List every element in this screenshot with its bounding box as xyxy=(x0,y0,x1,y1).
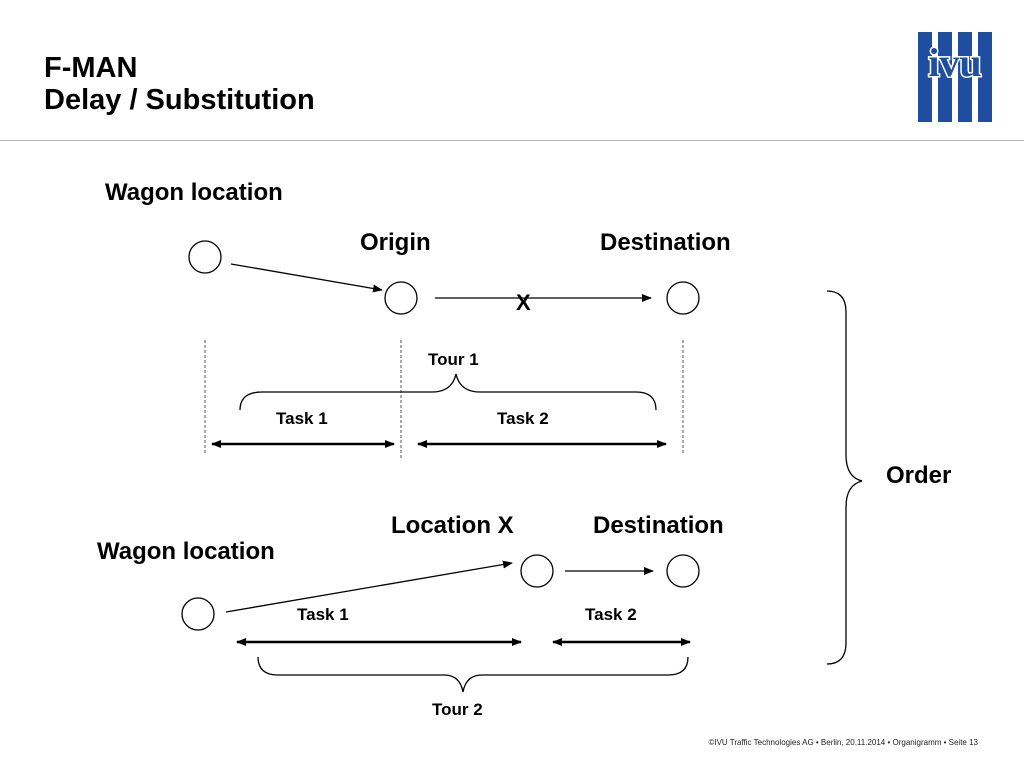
ivu-logo: ivu xyxy=(918,32,992,122)
label-destination-top: Destination xyxy=(600,229,731,256)
logo-stripe xyxy=(938,32,952,122)
header-divider xyxy=(0,140,1024,141)
node-wagon-location-top xyxy=(188,240,222,274)
tour1-brace xyxy=(239,373,657,411)
arrow-wagon-to-origin xyxy=(230,263,383,293)
title-line-1: F-MAN xyxy=(44,52,138,84)
label-destination-bottom: Destination xyxy=(593,512,724,539)
logo-stripe xyxy=(918,32,932,122)
label-tour1: Tour 1 xyxy=(428,350,479,369)
label-tour2: Tour 2 xyxy=(432,700,483,719)
page-title: F-MAN Delay / Substitution xyxy=(44,52,315,116)
arrow-wagon-to-location-x xyxy=(225,560,513,613)
node-origin xyxy=(384,281,418,315)
footer-text: ©IVU Traffic Technologies AG • Berlin, 2… xyxy=(708,738,978,747)
label-wagon-location-bottom: Wagon location xyxy=(97,538,275,565)
tour2-brace xyxy=(257,656,689,693)
logo-stripe xyxy=(958,32,972,122)
logo-text: ivu xyxy=(928,40,981,85)
node-location-x xyxy=(520,554,554,588)
title-line-2: Delay / Substitution xyxy=(44,84,315,116)
label-task2-bottom: Task 2 xyxy=(585,605,637,624)
node-destination-bottom xyxy=(666,554,700,588)
label-origin: Origin xyxy=(360,229,431,256)
order-brace xyxy=(826,290,863,665)
label-location-x: Location X xyxy=(391,512,514,539)
node-destination-top xyxy=(666,281,700,315)
label-task2-top: Task 2 xyxy=(497,409,549,428)
logo-stripe xyxy=(978,32,992,122)
label-task1-top: Task 1 xyxy=(276,409,328,428)
cancel-mark: X xyxy=(516,290,531,315)
node-wagon-location-bottom xyxy=(181,597,215,631)
label-wagon-location-top: Wagon location xyxy=(105,179,283,206)
label-task1-bottom: Task 1 xyxy=(297,605,349,624)
label-order: Order xyxy=(886,462,952,489)
